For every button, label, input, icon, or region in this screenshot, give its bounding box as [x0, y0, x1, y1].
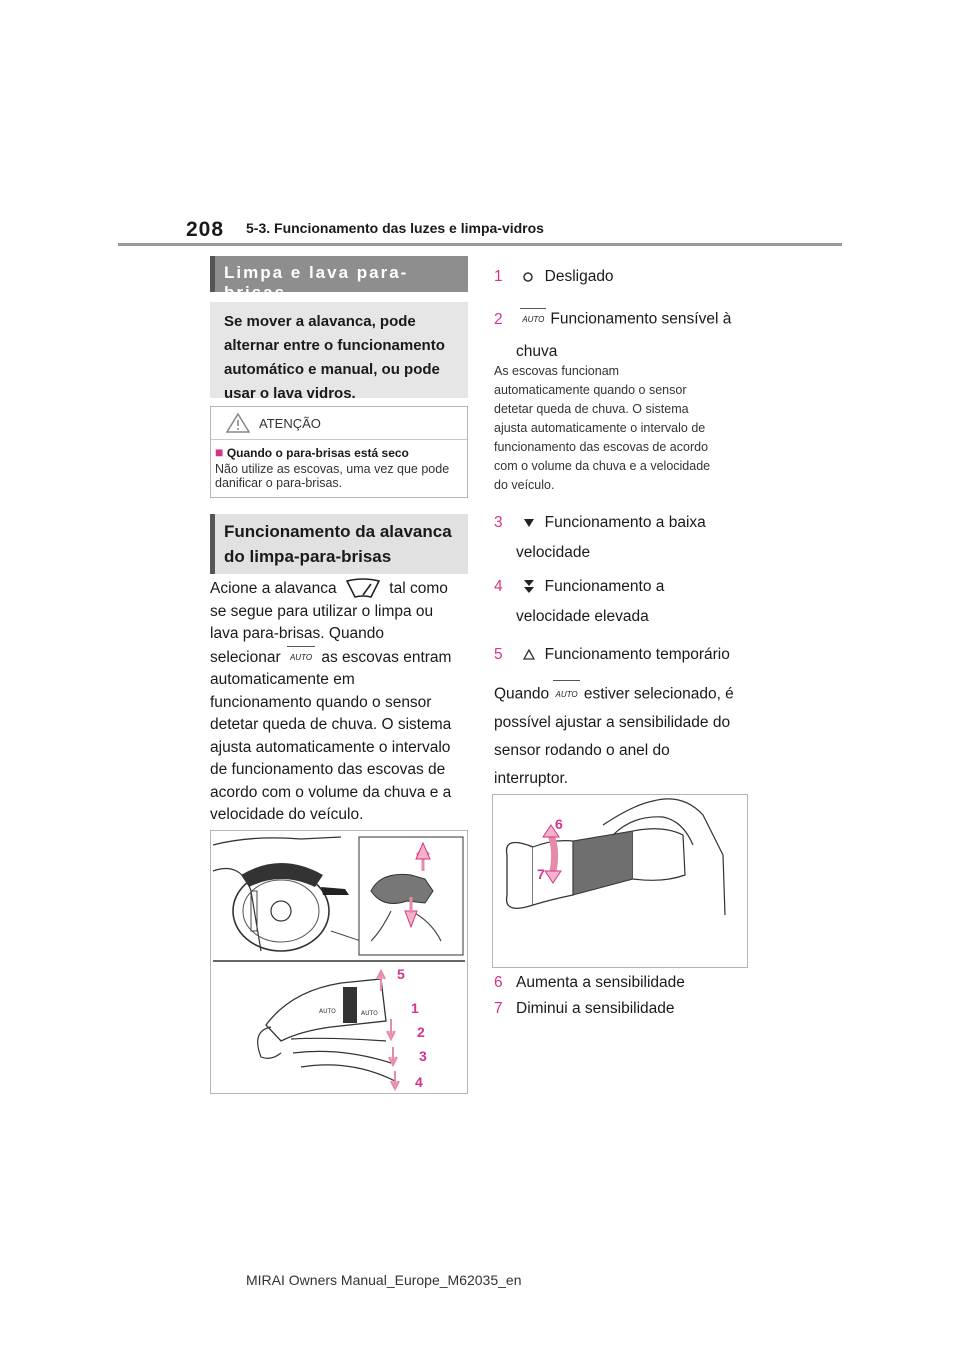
- intro-box: Se mover a alavanca, pode alternar entre…: [210, 302, 468, 402]
- section-title: 5-3. Funcionamento das luzes e limpa-vid…: [246, 220, 544, 236]
- mist-triangle-icon: [523, 648, 536, 660]
- item-text-continued: velocidade: [516, 544, 591, 561]
- text-line: acordo com o volume da chuva e a: [210, 783, 452, 801]
- warning-label: ATENÇÃO: [259, 416, 321, 431]
- warning-header: ATENÇÃO: [211, 407, 467, 440]
- caption-text: Diminui a sensibilidade: [516, 1000, 675, 1017]
- item-number: 5: [494, 646, 503, 663]
- item-text: Funcionamento temporário: [544, 646, 730, 663]
- header-rule: [118, 243, 842, 246]
- item-text-continued: chuva: [516, 343, 558, 360]
- ring-drawing: 6 7: [505, 798, 726, 916]
- footer-doc-id: MIRAI Owners Manual_Europe_M62035_en: [246, 1272, 522, 1288]
- note-line: com o volume da chuva e a velocidade: [494, 459, 711, 473]
- text-line: de funcionamento das escovas de: [210, 761, 446, 779]
- text-line: funcionamento quando o sensor: [210, 693, 432, 711]
- warning-box: ATENÇÃO ■ Quando o para-brisas está seco…: [210, 406, 468, 498]
- list-item: 1 Desligado: [494, 266, 614, 288]
- auto-icon: AUTO: [286, 645, 316, 670]
- note-line: do veículo.: [494, 478, 555, 492]
- callout-6: 6: [555, 816, 563, 832]
- text-line: tal como: [389, 580, 448, 598]
- warning-subheading: ■ Quando o para-brisas está seco: [215, 444, 409, 460]
- text-line: as escovas entram: [321, 648, 452, 666]
- sensitivity-ring-illustration: 6 7: [492, 794, 748, 968]
- text-line: estiver selecionado, é: [583, 685, 734, 703]
- list-item: 5 Funcionamento temporário: [494, 644, 730, 666]
- text-line: sensor rodando o anel do: [494, 742, 670, 759]
- rain-sensor-note: As escovas funcionam automaticamente qua…: [494, 362, 754, 495]
- text-line: selecionar: [210, 648, 281, 666]
- auto-icon: AUTO: [520, 308, 547, 331]
- caption-number: 7: [494, 1000, 503, 1017]
- lever-auto-label: AUTO: [361, 1010, 378, 1017]
- text-line: Acione a alavanca: [210, 580, 337, 598]
- text-line: velocidade do veículo.: [210, 806, 364, 824]
- note-line: ajusta automaticamente o intervalo de: [494, 421, 706, 435]
- callout-4: 4: [415, 1074, 423, 1090]
- lever-drawing: AUTO AUTO 5 1 2 3 4: [212, 836, 465, 1092]
- text-line: automaticamente em: [210, 671, 355, 689]
- item-number: 2: [494, 310, 503, 328]
- text-line: detetar queda de chuva. O sistema: [210, 716, 452, 734]
- warning-text: Não utilize as escovas, uma vez que pode…: [215, 462, 450, 490]
- windshield-wiper-icon: [345, 578, 381, 598]
- caption-number: 6: [494, 974, 503, 991]
- section-heading-lever: Funcionamento da alavanca do limpa-para-…: [210, 514, 468, 574]
- auto-icon: AUTO: [553, 680, 580, 709]
- callout-1: 1: [411, 1000, 419, 1016]
- text-line: Quando: [494, 685, 550, 703]
- page-number: 208: [186, 218, 225, 241]
- high-speed-double-arrow-icon: [524, 579, 535, 593]
- square-bullet-icon: ■: [215, 444, 224, 460]
- item-text: Desligado: [544, 268, 614, 285]
- caption-item: 7 Diminui a sensibilidade: [494, 998, 675, 1020]
- callout-7: 7: [537, 866, 545, 882]
- off-circle-icon: [523, 272, 534, 282]
- caption-text: Aumenta a sensibilidade: [516, 974, 685, 991]
- text-line: se segue para utilizar o limpa ou: [210, 602, 434, 620]
- lever-description: Acione a alavanca tal como se segue para…: [210, 578, 472, 827]
- item-number: 1: [494, 268, 503, 285]
- wiper-lever-illustration: AUTO AUTO 5 1 2 3 4: [210, 830, 468, 1094]
- note-line: automaticamente quando o sensor: [494, 383, 687, 397]
- item-text: Funcionamento sensível à: [550, 310, 732, 328]
- text-line: ajusta automaticamente o intervalo: [210, 738, 451, 756]
- list-item: 3 Funcionamento a baixa velocidade: [494, 512, 706, 564]
- note-line: detetar queda de chuva. O sistema: [494, 402, 689, 416]
- sensitivity-paragraph: Quando AUTO estiver selecionado, é possí…: [494, 680, 764, 793]
- callout-3: 3: [419, 1048, 427, 1064]
- list-item: 4 Funcionamento a velocidade elevada: [494, 576, 664, 628]
- item-text: Funcionamento a: [544, 578, 665, 595]
- item-number: 3: [494, 514, 503, 531]
- text-line: possível ajustar a sensibilidade do: [494, 714, 731, 731]
- note-line: As escovas funcionam: [494, 364, 620, 378]
- warning-subheading-text: Quando o para-brisas está seco: [226, 446, 409, 460]
- item-text: Funcionamento a baixa: [544, 514, 706, 531]
- item-text-continued: velocidade elevada: [516, 608, 649, 625]
- text-line: lava para-brisas. Quando: [210, 625, 385, 643]
- callout-5: 5: [397, 966, 405, 982]
- section-heading-wiper: Limpa e lava para-brisas: [210, 256, 468, 302]
- text-line: interruptor.: [494, 770, 569, 787]
- low-speed-arrow-icon: [524, 518, 535, 527]
- note-line: funcionamento das escovas de acordo: [494, 440, 709, 454]
- lever-auto-label: AUTO: [319, 1008, 336, 1015]
- item-number: 4: [494, 578, 503, 595]
- warning-triangle-icon: [225, 412, 251, 433]
- callout-2: 2: [417, 1024, 425, 1040]
- caption-item: 6 Aumenta a sensibilidade: [494, 972, 685, 994]
